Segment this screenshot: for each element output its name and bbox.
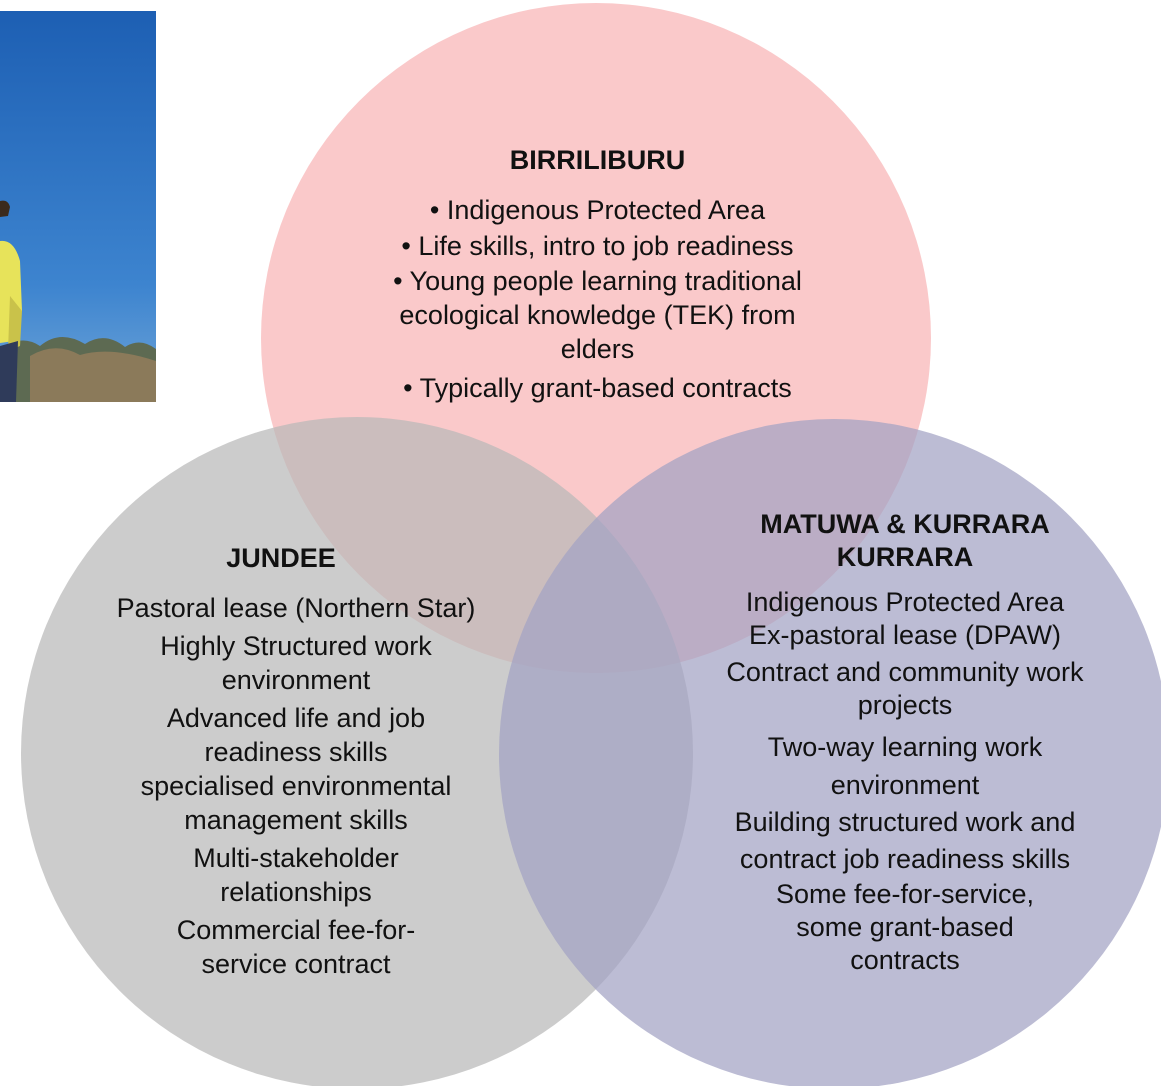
matuwa-circle xyxy=(499,419,1161,1086)
jundee-item: specialised environmental management ski… xyxy=(140,771,452,835)
jundee-item: Commercial fee-for-service contract xyxy=(176,915,416,979)
jundee-item: Advanced life and job readiness skills xyxy=(166,703,426,767)
matuwa-item: Indigenous Protected Area Ex-pastoral le… xyxy=(745,587,1065,650)
matuwa-item: Some fee-for-service, some grant-based c… xyxy=(775,879,1035,975)
matuwa-title: MATUWA & KURRARA KURRARA xyxy=(760,509,1050,572)
birriliburu-title: BIRRILIBURU xyxy=(509,145,686,175)
jundee-text: JUNDEE Pastoral lease (Northern Star) Hi… xyxy=(96,540,496,981)
jundee-item: Multi-stakeholder relationships xyxy=(193,843,399,907)
birriliburu-item: • Indigenous Protected Area xyxy=(429,195,766,225)
matuwa-text: MATUWA & KURRARA KURRARA Indigenous Prot… xyxy=(700,508,1110,977)
birriliburu-item: • Typically grant-based contracts xyxy=(403,373,792,403)
jundee-item: Highly Structured work environment xyxy=(160,631,432,695)
ranger-photo xyxy=(0,11,156,402)
matuwa-item: Two-way learning work environment xyxy=(767,732,1043,800)
birriliburu-item: • Young people learning traditional ecol… xyxy=(393,266,802,364)
matuwa-item: Contract and community work projects xyxy=(726,657,1084,720)
birriliburu-item: • Life skills, intro to job readiness xyxy=(401,231,794,261)
matuwa-item: Building structured work and contract jo… xyxy=(734,807,1076,874)
jundee-circle xyxy=(21,417,693,1086)
jundee-item: Pastoral lease (Northern Star) xyxy=(116,593,476,623)
birriliburu-text: BIRRILIBURU • Indigenous Protected Area … xyxy=(340,142,855,406)
jundee-title: JUNDEE xyxy=(226,543,336,573)
